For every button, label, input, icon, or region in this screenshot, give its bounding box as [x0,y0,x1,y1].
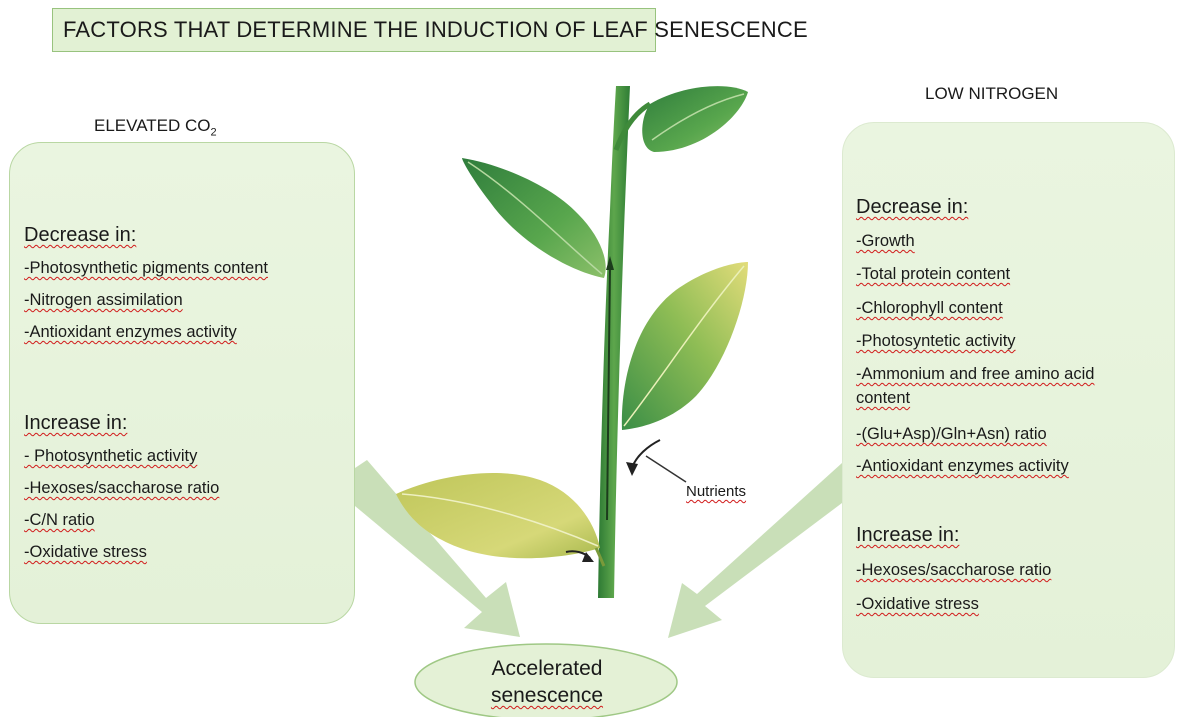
right-decrease-title: Decrease in: [856,196,969,218]
leaf-top-right [642,86,748,152]
arrow-left-to-outcome [355,460,520,637]
stem [598,86,630,598]
arrow-right-to-outcome [668,463,842,638]
right-decrease-item: content [856,389,911,407]
right-increase-item: -Oxidative stress [856,595,979,613]
left-decrease-item: -Photosynthetic pigments content [24,259,268,277]
heading-low-nitrogen: LOW NITROGEN [925,84,1059,103]
right-decrease-item: -Growth [856,232,915,250]
left-increase-item: -Oxidative stress [24,543,147,561]
leaf-upper-left [462,158,606,278]
right-decrease-item: -Antioxidant enzymes activity [856,457,1069,475]
stem-arrow-head [606,256,614,270]
leaf-middle-right [621,262,748,430]
right-decrease-item: -Ammonium and free amino acid [856,365,1095,383]
co2-subscript: 2 [210,126,217,139]
upper-branch [613,101,652,151]
right-decrease-item: -(Glu+Asp)/Gln+Asn) ratio [856,425,1047,443]
outcome-label: Accelerated senescence [447,655,647,709]
right-decrease-item: -Total protein content [856,265,1011,283]
left-increase-item: -C/N ratio [24,511,95,529]
left-increase-item: - Photosynthetic activity [24,447,198,465]
left-decrease-title: Decrease in: [24,224,137,246]
left-decrease-item: -Nitrogen assimilation [24,291,183,309]
left-increase-item: -Hexoses/saccharose ratio [24,479,220,497]
right-increase-item: -Hexoses/saccharose ratio [856,561,1052,579]
heading-elevated-co2: ELEVATED CO2 [94,116,217,139]
left-decrease-item: -Antioxidant enzymes activity [24,323,237,341]
nutrients-label: Nutrients [686,483,747,500]
page-title: FACTORS THAT DETERMINE THE INDUCTION OF … [63,17,808,42]
outcome-line-2: senescence [490,684,604,707]
outcome-line-1: Accelerated [491,657,603,680]
nutrients-pointer [645,455,687,483]
leaf-lower-left [396,472,600,559]
right-increase-title: Increase in: [856,524,960,546]
panel-elevated-co2 [9,142,355,624]
stem-arrow [606,265,611,521]
right-decrease-item: -Chlorophyll content [856,299,1003,317]
panel-low-nitrogen [842,122,1175,678]
title-banner: FACTORS THAT DETERMINE THE INDUCTION OF … [52,8,808,52]
left-increase-title: Increase in: [24,412,128,434]
outcome-ellipse [414,643,678,717]
right-decrease-item: -Photosyntetic activity [856,332,1016,350]
